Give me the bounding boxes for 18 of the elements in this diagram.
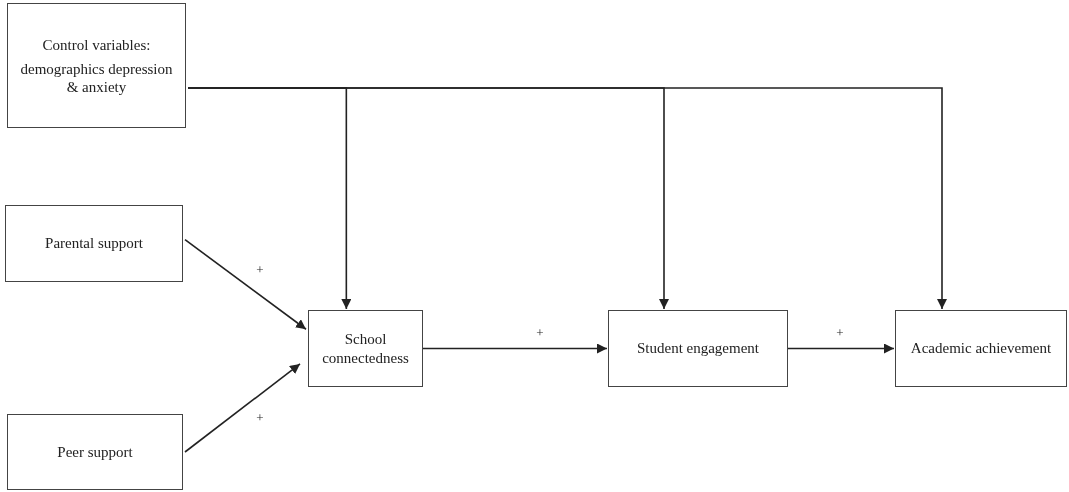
arrow	[184, 363, 301, 453]
box-text: School connectedness	[321, 329, 410, 368]
arrow	[184, 238, 307, 331]
box-text: Student engagement	[636, 339, 760, 358]
arrow	[422, 343, 608, 354]
variable-box	[7, 3, 186, 128]
box-text: demographics depression & anxiety	[19, 59, 174, 96]
arrow	[787, 343, 895, 354]
box-text: Peer support	[57, 442, 133, 462]
box-text: Academic achievement	[910, 339, 1052, 358]
variable-box	[308, 310, 423, 387]
variable-box	[895, 310, 1067, 387]
variable-box	[7, 414, 183, 490]
variable-box	[5, 205, 183, 282]
box-heading: Control variables:	[42, 35, 151, 54]
box-text: Parental support	[45, 234, 143, 253]
arrow	[187, 87, 947, 310]
variable-box	[608, 310, 788, 387]
